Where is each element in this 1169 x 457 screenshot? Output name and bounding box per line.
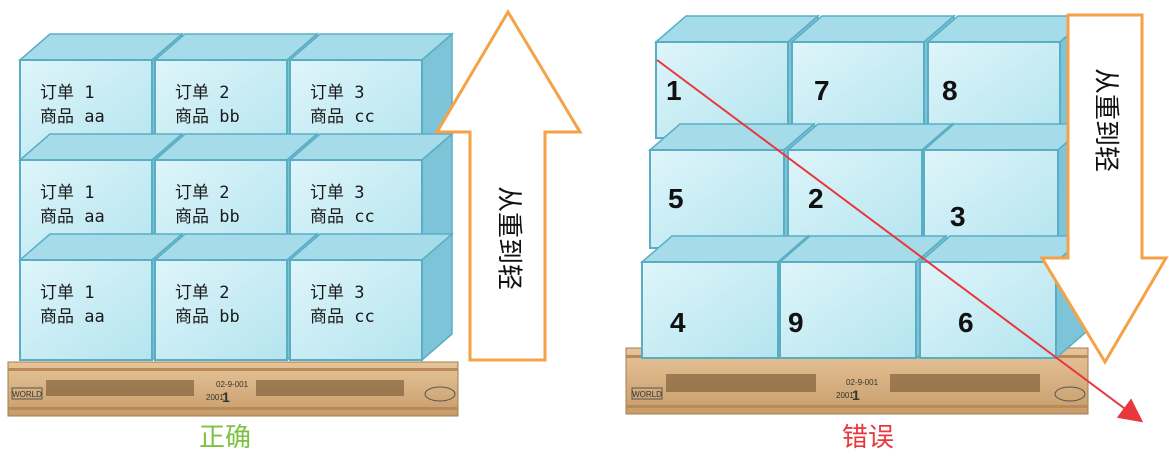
box-product-label: 商品 cc [310,107,375,127]
box-number: 2 [808,183,824,214]
pallet-code-big-right: 1 [852,387,860,403]
box-order-label: 订单 2 [175,283,229,303]
left-box: 订单 3 商品 cc [287,232,455,362]
left-box-stack: 订单 1 商品 aa 订单 2 商品 bb 订单 3 商品 cc 订单 1 商品 aa 订单 2… [17,32,455,362]
box-product-label: 商品 cc [310,307,375,327]
pallet-brand-oval-right [1054,386,1086,402]
box-number: 8 [942,75,958,106]
right-box: 3 [921,122,1091,250]
pallet-code-line2-right: 2001 [836,391,854,400]
left-arrow-label: 从重到轻 [494,186,524,290]
pallet-brand-left: WORLD [12,390,42,399]
box-product-label: 商品 aa [40,107,105,127]
box-number: 9 [788,307,804,338]
box-order-label: 订单 3 [310,283,364,303]
box-number: 1 [666,75,682,106]
box-number: 6 [958,307,974,338]
box-number: 5 [668,183,684,214]
pallet-brand-stamp-left [11,387,43,400]
box-product-label: 商品 aa [40,207,105,227]
wrong-order-diagonal [656,59,1144,423]
box-order-label: 订单 2 [175,83,229,103]
box-product-label: 商品 bb [175,307,240,327]
box-number: 7 [814,75,830,106]
box-product-label: 商品 bb [175,107,240,127]
correct-caption: 正确 [199,423,251,453]
left-pallet: WORLD 02-9-001 2001 1 [7,361,459,417]
pallet-brand-right: WORLD [632,390,662,399]
down-arrow [1039,13,1169,365]
pallet-brand-stamp-right [631,387,663,400]
box-product-label: 商品 cc [310,207,375,227]
right-box: 9 [777,234,949,360]
box-order-label: 订单 1 [40,283,94,303]
pallet-code-big-left: 1 [222,389,230,405]
box-order-label: 订单 3 [310,183,364,203]
right-arrow-label: 从重到轻 [1091,68,1121,172]
box-order-label: 订单 2 [175,183,229,203]
box-number: 3 [950,201,966,232]
up-arrow [434,9,583,362]
wrong-caption: 错误 [842,423,894,453]
right-box: 6 [917,234,1089,360]
pallet-brand-oval-left [424,386,456,402]
box-number: 4 [670,307,686,338]
box-order-label: 订单 3 [310,83,364,103]
box-order-label: 订单 1 [40,83,94,103]
box-product-label: 商品 aa [40,307,105,327]
box-order-label: 订单 1 [40,183,94,203]
right-box: 8 [925,14,1093,140]
right-box-stack: 1 7 8 5 2 3 4 9 6 [639,14,1093,360]
pallet-code-line2-left: 2001 [206,393,224,402]
pallet-code-line1-left: 02-9-001 [216,380,249,389]
box-product-label: 商品 bb [175,207,240,227]
pallet-code-line1-right: 02-9-001 [846,378,879,387]
